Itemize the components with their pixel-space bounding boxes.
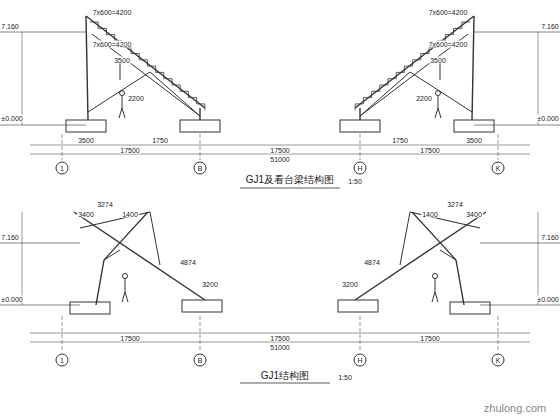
level-mark: 7.160 bbox=[540, 23, 560, 30]
dimension: 3400 bbox=[465, 211, 483, 218]
dimension: 7x600=4200 bbox=[428, 9, 469, 16]
dimension: 7x600=4200 bbox=[428, 41, 469, 48]
dimension: 51000 bbox=[269, 344, 290, 351]
dimension: 1750 bbox=[151, 137, 169, 144]
dimension: 2200 bbox=[415, 95, 433, 102]
level-mark: ±0.000 bbox=[0, 115, 23, 122]
scale-note: 1:50 bbox=[347, 178, 363, 185]
dimension: 1400 bbox=[421, 211, 439, 218]
dimension: 17500 bbox=[119, 147, 140, 154]
drawing-title: GJ1及看台梁结构图 bbox=[245, 175, 335, 185]
axis-label: K bbox=[492, 354, 505, 367]
dimension: 17500 bbox=[269, 147, 290, 154]
dimension: 3500 bbox=[77, 137, 95, 144]
stair-steps bbox=[90, 22, 205, 110]
dimension: 17500 bbox=[269, 335, 290, 342]
dimension: 7x600=4200 bbox=[92, 41, 133, 48]
level-mark: 7.160 bbox=[0, 23, 20, 30]
level-mark: ±0.000 bbox=[536, 115, 559, 122]
dimension: 1400 bbox=[121, 211, 139, 218]
dimension: 17500 bbox=[419, 335, 440, 342]
drawing-title: GJ1结构图 bbox=[260, 371, 310, 381]
axis-label: K bbox=[492, 162, 505, 175]
axis-label: 1 bbox=[56, 162, 69, 175]
dimension: 1750 bbox=[391, 137, 409, 144]
watermark: zhulong.com bbox=[483, 403, 547, 414]
dimension: 3400 bbox=[77, 211, 95, 218]
dimension: 4874 bbox=[179, 259, 197, 266]
level-mark: 7.160 bbox=[540, 234, 560, 241]
dimension: 4874 bbox=[363, 259, 381, 266]
axis-label: H bbox=[354, 354, 367, 367]
dimension: 7x600=4200 bbox=[92, 9, 133, 16]
dimension: 3500 bbox=[113, 57, 131, 64]
dimension: 17500 bbox=[119, 335, 140, 342]
axis-label: B bbox=[194, 162, 207, 175]
level-mark: ±0.000 bbox=[536, 296, 559, 303]
dimension: 3500 bbox=[465, 137, 483, 144]
stair-steps bbox=[355, 22, 470, 110]
dimension: 3500 bbox=[429, 57, 447, 64]
level-mark: 7.160 bbox=[0, 234, 20, 241]
scale-note: 1:50 bbox=[337, 374, 353, 381]
axis-label: H bbox=[354, 162, 367, 175]
axis-label: B bbox=[194, 354, 207, 367]
dimension: 3200 bbox=[201, 281, 219, 288]
dimension: 51000 bbox=[269, 156, 290, 163]
dimension: 17500 bbox=[419, 147, 440, 154]
level-mark: ±0.000 bbox=[0, 296, 23, 303]
dimension: 2200 bbox=[127, 95, 145, 102]
dimension: 3274 bbox=[96, 201, 114, 208]
axis-label: 1 bbox=[56, 354, 69, 367]
dimension: 3274 bbox=[446, 201, 464, 208]
dimension: 3200 bbox=[341, 281, 359, 288]
